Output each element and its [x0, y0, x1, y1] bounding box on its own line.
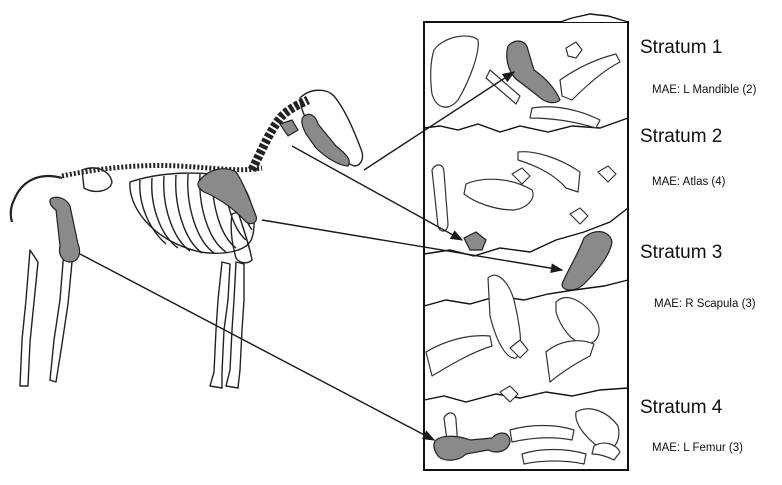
atlas-highlight [280, 120, 298, 136]
arrow-femur [80, 254, 434, 440]
scapula-highlight [198, 169, 256, 224]
stratum-4-mae: MAE: L Femur (3) [652, 442, 743, 454]
neck-vertebrae [252, 100, 308, 170]
fore-leg-front [210, 262, 230, 388]
highlighted-bones [50, 114, 349, 262]
femur-highlight [50, 197, 80, 262]
stratum-1-mae: MAE: L Mandible (2) [652, 84, 756, 96]
stratum-2-mae: MAE: Atlas (4) [652, 176, 726, 188]
hind-leg [50, 250, 72, 382]
stratum-4-title: Stratum 4 [640, 397, 722, 419]
stratum-3-title: Stratum 3 [640, 242, 722, 264]
stratum-3-mae: MAE: R Scapula (3) [654, 298, 756, 310]
stratum-2-title: Stratum 2 [640, 126, 722, 148]
hind-leg-rear [20, 250, 38, 386]
stratum-1-title: Stratum 1 [640, 37, 722, 59]
top-jagged-edge [560, 14, 628, 22]
mandible-highlight [302, 114, 349, 166]
